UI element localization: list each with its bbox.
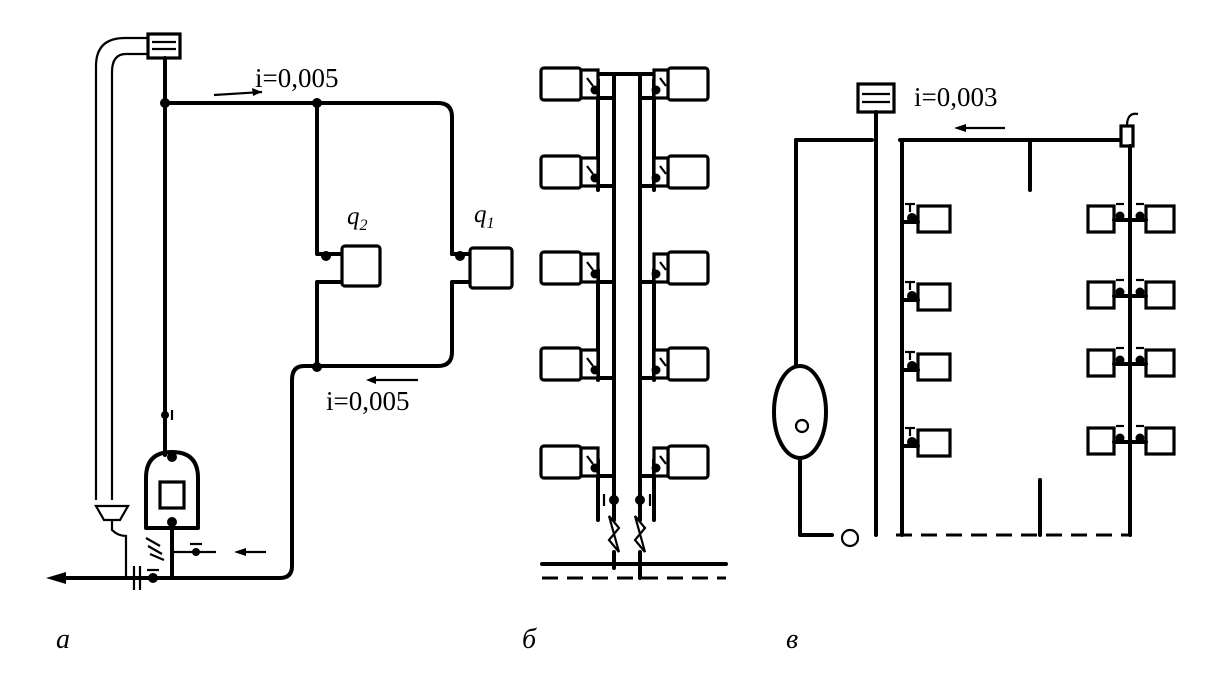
slope-label-c: i=0,003 <box>914 82 997 112</box>
valve-c-right-b <box>1135 355 1145 365</box>
radiator-c-left <box>916 352 952 382</box>
radiator-b-left <box>539 154 583 190</box>
valve-b-right <box>651 85 661 95</box>
pump-c <box>840 528 860 548</box>
radiator-b-left <box>539 346 583 382</box>
radiator-b-right <box>666 154 710 190</box>
valve-b-left <box>590 463 600 473</box>
radiator-c-right-b <box>1144 426 1176 456</box>
radiator-c-left <box>916 204 952 234</box>
heater-q2 <box>340 244 382 288</box>
radiator-b-right <box>666 250 710 286</box>
riser-valve <box>161 411 169 419</box>
valve-b-right <box>651 173 661 183</box>
radiators-c-right <box>1086 202 1176 456</box>
radiator-c-right-b <box>1144 280 1176 310</box>
radiator-c-right-a <box>1086 426 1116 456</box>
radiator-b-right <box>666 444 710 480</box>
part-label-a: а <box>56 624 70 655</box>
radiator-c-right-a <box>1086 204 1116 234</box>
radiator-b-left <box>539 66 583 102</box>
scheme-c: i=0,003 в <box>772 82 1176 655</box>
riser-q1 <box>60 252 472 580</box>
heater-q1 <box>468 246 514 290</box>
slope-label-supply: i=0,005 <box>255 63 338 93</box>
radiator-b-right <box>666 346 710 382</box>
supply-main-a <box>163 101 454 256</box>
valve-b-left <box>590 85 600 95</box>
radiators-c-left <box>900 202 952 458</box>
part-label-b: б <box>522 624 537 655</box>
expansion-tank-c <box>856 82 896 114</box>
radiator-c-right-a <box>1086 280 1116 310</box>
valve-b-left <box>590 173 600 183</box>
scheme-a: i=0,005 q2 q1 i=0,005 а <box>46 32 514 655</box>
valve-c-right-a <box>1115 355 1125 365</box>
radiator-floors-b <box>539 66 710 480</box>
radiator-b-right <box>666 66 710 102</box>
scheme-b: б <box>522 66 728 655</box>
radiator-c-right-b <box>1144 204 1176 234</box>
valve-c-right-a <box>1115 433 1125 443</box>
heater-q1-label: q1 <box>474 201 495 232</box>
overflow-funnel <box>94 504 130 578</box>
valve-c-right-a <box>1115 287 1125 297</box>
valve-b-right <box>651 269 661 279</box>
valve-b-left <box>590 365 600 375</box>
riser-q2 <box>315 101 344 368</box>
radiator-b-left <box>539 444 583 480</box>
air-vent <box>1119 124 1135 148</box>
valve-c-right-b <box>1135 287 1145 297</box>
part-label-c: в <box>786 624 798 655</box>
overflow-pipe <box>94 36 148 500</box>
expansion-tank-a <box>146 32 182 60</box>
return-junction <box>312 362 322 372</box>
radiator-b-left <box>539 250 583 286</box>
boiler-a <box>144 450 200 530</box>
valve-b-right <box>651 463 661 473</box>
boiler-c <box>772 138 860 548</box>
drain-arrow <box>46 572 66 584</box>
valve-c-right-b <box>1135 211 1145 221</box>
heater-q2-label: q2 <box>347 203 368 234</box>
radiator-c-right-a <box>1086 348 1116 378</box>
valve-b-right <box>651 365 661 375</box>
valve-c-right-b <box>1135 433 1145 443</box>
radiator-c-left <box>916 282 952 312</box>
radiator-c-left <box>916 428 952 458</box>
radiator-c-right-b <box>1144 348 1176 378</box>
slope-label-return: i=0,005 <box>326 386 409 416</box>
valve-c-right-a <box>1115 211 1125 221</box>
valve-b-left <box>590 269 600 279</box>
